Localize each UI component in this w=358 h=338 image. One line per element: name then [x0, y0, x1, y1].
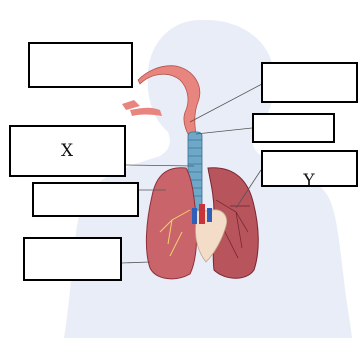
label-box-bottom-left — [23, 237, 122, 281]
label-text-y: Y — [303, 171, 315, 187]
label-box-top-right — [261, 62, 358, 103]
label-box-mid-left — [32, 182, 139, 217]
label-box-mid-right — [252, 113, 335, 143]
label-text-x: X — [61, 141, 74, 161]
label-box-x: X — [9, 125, 126, 177]
label-box-top-left — [28, 42, 133, 88]
label-box-y: Y — [261, 150, 358, 187]
